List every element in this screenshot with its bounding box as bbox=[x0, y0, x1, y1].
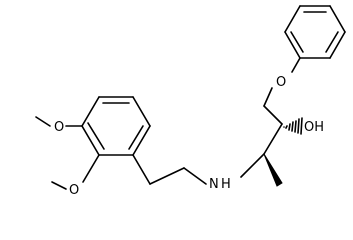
atom-o-methoxy-4: O bbox=[54, 120, 64, 135]
hashed-wedge-oh bbox=[283, 117, 303, 135]
structure-canvas: O OH N H O O bbox=[35, 5, 346, 198]
phenoxy-linkage bbox=[263, 57, 301, 125]
methoxy-4 bbox=[35, 116, 83, 127]
phenyl-ring bbox=[284, 5, 346, 59]
atom-o-methoxy-3: O bbox=[69, 183, 79, 198]
methoxy-3 bbox=[51, 154, 100, 190]
bold-wedge-methyl bbox=[263, 153, 283, 187]
ethyl-linker bbox=[149, 167, 207, 185]
atom-n: N bbox=[209, 177, 219, 192]
chemical-structure-diagram: O OH N H O O bbox=[35, 5, 346, 198]
chain-bond-c3-n bbox=[240, 153, 265, 178]
atom-n-hydrogen: H bbox=[221, 177, 231, 192]
dimethoxyphenyl-ring bbox=[81, 96, 151, 185]
atom-o-phenoxy: O bbox=[276, 75, 286, 90]
atom-oh: OH bbox=[304, 120, 324, 135]
chain-bond-c2-c3 bbox=[263, 123, 283, 155]
